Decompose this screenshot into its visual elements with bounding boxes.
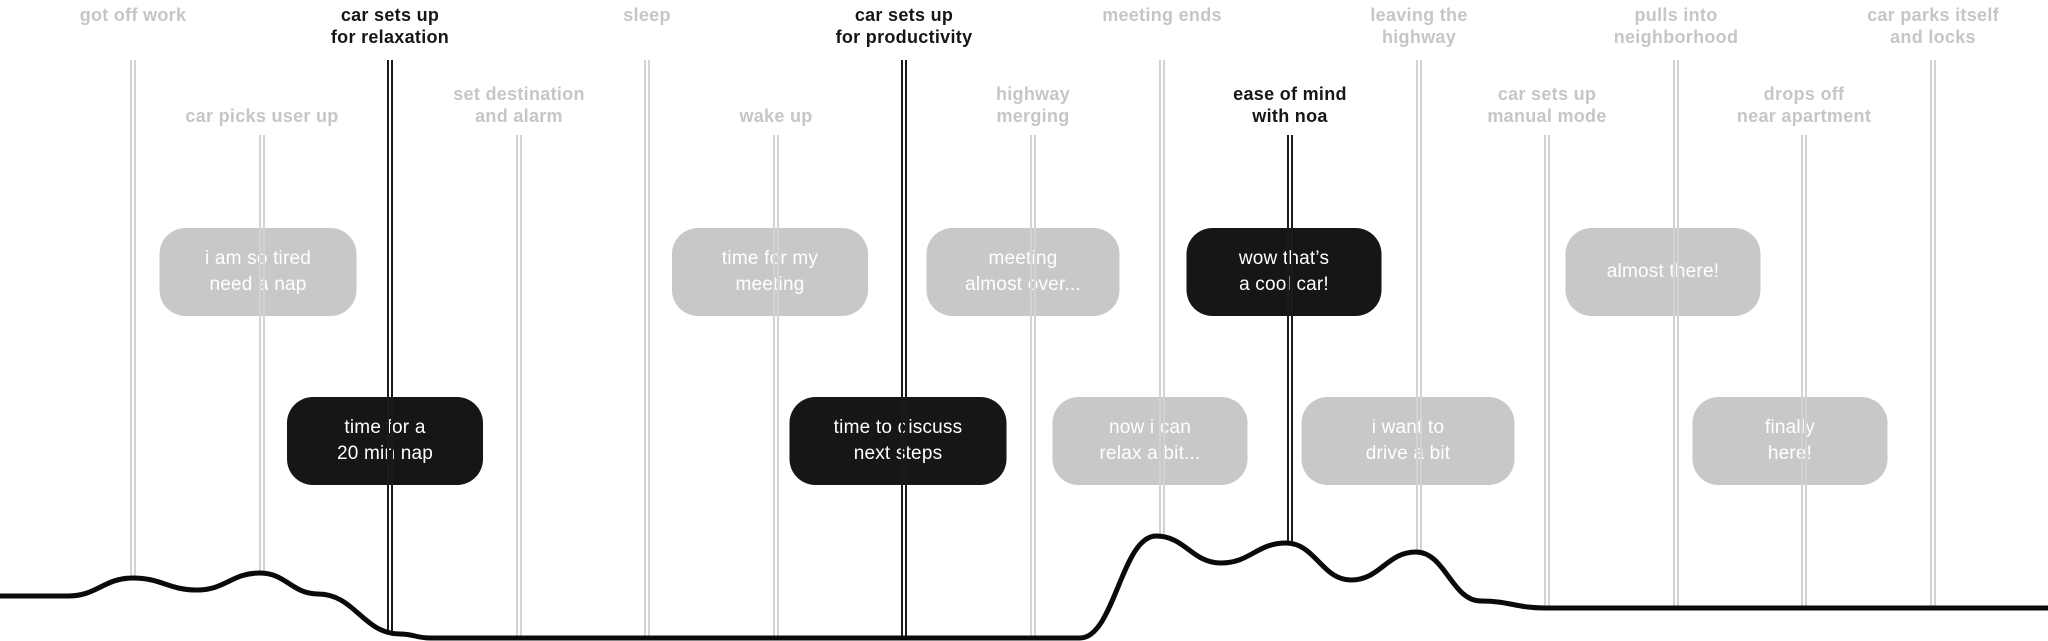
milestone-line-got-off-work — [130, 60, 136, 578]
milestone-line-car-sets-up-for-productivity — [901, 60, 907, 638]
milestone-line-sleep — [644, 60, 650, 638]
milestone-line-car-sets-up-manual-mode — [1544, 135, 1550, 608]
milestone-label-wake-up: wake up — [739, 106, 813, 126]
milestone-line-set-destination-and-alarm — [516, 135, 522, 638]
thought-bubble-wow-thats-a-cool-car: wow that’s a cool car! — [1186, 228, 1382, 316]
milestone-line-meeting-ends — [1159, 60, 1165, 537]
thought-bubble-finally-here: finally here! — [1692, 397, 1888, 485]
thought-bubble-meeting-almost-over: meeting almost over... — [926, 228, 1120, 316]
thought-bubble-time-for-a-20-min-nap: time for a 20 min nap — [287, 397, 483, 485]
milestone-line-drops-off-near-apartment — [1801, 135, 1807, 608]
milestone-line-ease-of-mind-with-noa — [1287, 135, 1293, 543]
milestone-label-pulls-into-neighborhood: pulls into neighborhood — [1613, 5, 1739, 47]
milestone-label-car-picks-user-up: car picks user up — [185, 106, 339, 126]
milestone-label-drops-off-near-apartment: drops off near apartment — [1736, 84, 1872, 126]
milestone-label-car-sets-up-for-relaxation: car sets up for relaxation — [330, 5, 450, 47]
milestone-line-highway-merging — [1030, 135, 1036, 638]
milestone-label-car-parks-itself-and-locks: car parks itself and locks — [1867, 5, 1999, 47]
milestone-label-sleep: sleep — [623, 5, 671, 25]
thought-bubble-time-for-my-meeting: time for my meeting — [672, 228, 868, 316]
thought-bubble-i-am-so-tired-need-a-nap: i am so tired need a nap — [159, 228, 357, 316]
thought-bubble-now-i-can-relax-a-bit: now i can relax a bit... — [1052, 397, 1248, 485]
thought-bubble-almost-there: almost there! — [1565, 228, 1761, 316]
thought-bubble-i-want-to-drive-a-bit: i want to drive a bit — [1301, 397, 1515, 485]
milestone-label-got-off-work: got off work — [79, 5, 187, 25]
milestone-line-car-picks-user-up — [259, 135, 265, 573]
milestone-line-wake-up — [773, 135, 779, 638]
milestone-label-car-sets-up-manual-mode: car sets up manual mode — [1487, 84, 1607, 126]
milestone-line-leaving-the-highway — [1416, 60, 1422, 553]
milestone-label-car-sets-up-for-productivity: car sets up for productivity — [835, 5, 973, 47]
milestone-label-meeting-ends: meeting ends — [1102, 5, 1222, 25]
milestone-line-car-sets-up-for-relaxation — [387, 60, 393, 634]
milestone-line-pulls-into-neighborhood — [1673, 60, 1679, 608]
thought-bubble-time-to-discuss-next-steps: time to discuss next steps — [789, 397, 1007, 485]
milestone-label-leaving-the-highway: leaving the highway — [1370, 5, 1468, 47]
mood-curve-path — [0, 533, 2048, 641]
milestone-label-ease-of-mind-with-noa: ease of mind with noa — [1233, 84, 1347, 126]
milestone-line-car-parks-itself-and-locks — [1930, 60, 1936, 608]
milestone-label-set-destination-and-alarm: set destination and alarm — [453, 84, 585, 126]
milestone-label-highway-merging: highway merging — [995, 84, 1071, 126]
